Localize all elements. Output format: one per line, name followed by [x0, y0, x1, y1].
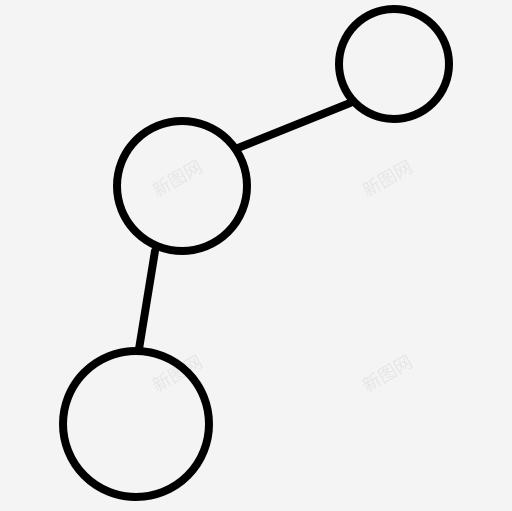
node-top-right [335, 5, 453, 123]
node-middle [113, 117, 251, 255]
node-bottom-left [59, 347, 213, 501]
edge-middle-to-bottom-left [135, 247, 159, 353]
edge-middle-to-top-right [234, 99, 354, 152]
